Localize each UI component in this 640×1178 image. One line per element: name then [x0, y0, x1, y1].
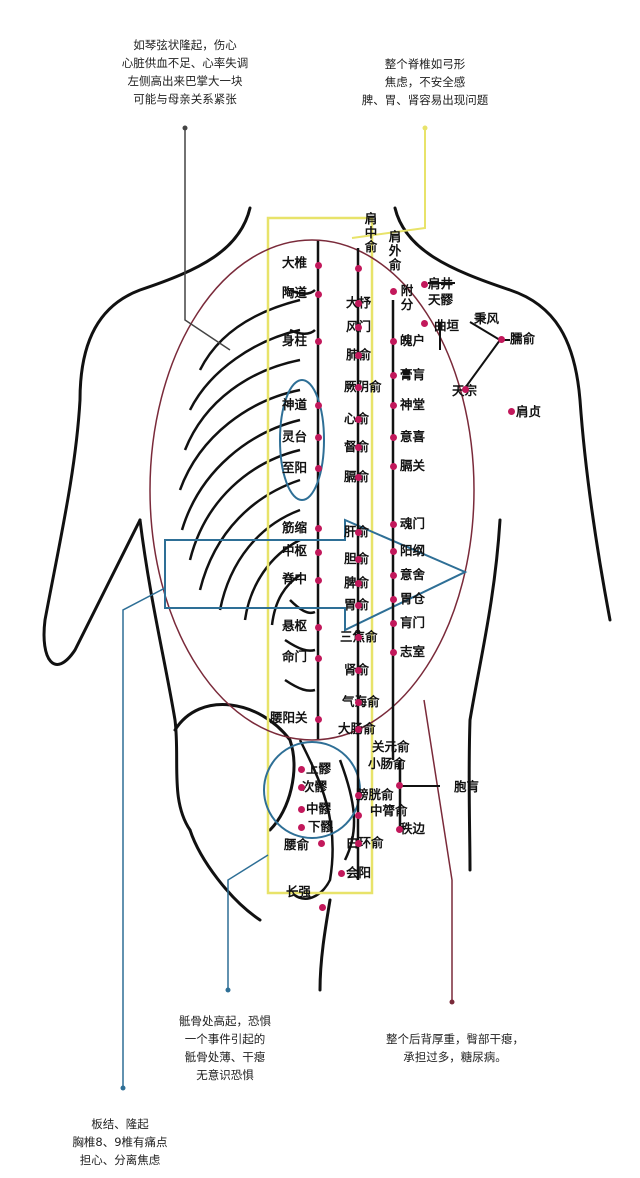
- ribs: [178, 298, 301, 626]
- point-label: 白环俞: [346, 835, 384, 850]
- point-label: 秉风: [474, 311, 500, 326]
- point-label: 附分: [400, 283, 414, 312]
- point-label: 秩边: [400, 821, 426, 836]
- point-label: 厥阴俞: [344, 379, 382, 394]
- point-label: 臑俞: [510, 331, 536, 346]
- point-label: 膏肓: [400, 367, 426, 382]
- point-label: 神道: [282, 397, 308, 412]
- point-label: 小肠俞: [368, 756, 406, 771]
- point-label: 灵台: [282, 429, 308, 444]
- spine-region-box: [266, 216, 374, 895]
- point-label: 中枢: [282, 543, 308, 558]
- point-label: 长强: [286, 884, 312, 899]
- callout-lines: [122, 128, 453, 1088]
- point-label: 肩中俞: [364, 211, 378, 254]
- note-spine: 整个脊椎如弓形焦虑，不安全感脾、胃、肾容易出现问题: [361, 57, 489, 107]
- point-label: 中膂俞: [370, 803, 408, 818]
- point-label: 上髎: [306, 761, 332, 776]
- point-label: 膀胱俞: [356, 787, 394, 802]
- body-outline: [42, 206, 612, 992]
- point-label: 肩井: [428, 276, 454, 291]
- point-label: 魄户: [400, 333, 426, 348]
- point-label: 会阳: [346, 865, 372, 880]
- point-label: 腰俞: [284, 837, 310, 852]
- point-label: 神堂: [400, 397, 426, 412]
- point-label: 肩贞: [516, 404, 542, 419]
- blue-marks: [164, 379, 468, 839]
- point-label: 曲垣: [434, 318, 460, 333]
- point-label: 肓门: [400, 615, 426, 630]
- point-label: 至阳: [282, 460, 308, 475]
- point-label: 胃仓: [400, 591, 426, 606]
- note-rib: 板结、隆起胸椎8、9椎有痛点担心、分离焦虑: [72, 1117, 168, 1167]
- point-label: 天髎: [428, 292, 454, 307]
- point-label: 意喜: [400, 429, 426, 444]
- note-sacrum: 骶骨处高起，恐惧一个事件引起的骶骨处薄、干瘪无意识恐惧: [179, 1014, 271, 1082]
- point-label: 脊中: [282, 571, 308, 586]
- point-label: 意舍: [400, 567, 426, 582]
- note-heart: 如琴弦状隆起，伤心心脏供血不足、心率失调左侧高出来巴掌大一块可能与母亲关系紧张: [121, 38, 249, 106]
- point-label: 腰阳关: [270, 710, 308, 725]
- note-lower-back: 整个后背厚重，臀部干瘪，承担过多，糖尿病。: [386, 1032, 524, 1064]
- point-label: 膈关: [400, 458, 426, 473]
- point-label: 次髎: [302, 779, 328, 794]
- point-label: 关元俞: [372, 739, 410, 754]
- point-label: 大椎: [282, 255, 308, 270]
- point-label: 下髎: [308, 819, 334, 834]
- point-label: 阳纲: [400, 543, 426, 558]
- point-label: 中髎: [306, 801, 332, 816]
- point-label: 命门: [282, 649, 308, 664]
- point-label: 筋缩: [282, 520, 308, 535]
- back-ellipse: [149, 239, 475, 741]
- point-label: 肩外俞: [388, 229, 402, 272]
- point-label: 身柱: [282, 333, 308, 348]
- point-label: 胞肓: [454, 779, 480, 794]
- point-label: 悬枢: [282, 618, 308, 633]
- point-label: 魂门: [400, 516, 426, 531]
- point-label: 志室: [400, 644, 426, 659]
- point-label: 陶道: [282, 285, 308, 300]
